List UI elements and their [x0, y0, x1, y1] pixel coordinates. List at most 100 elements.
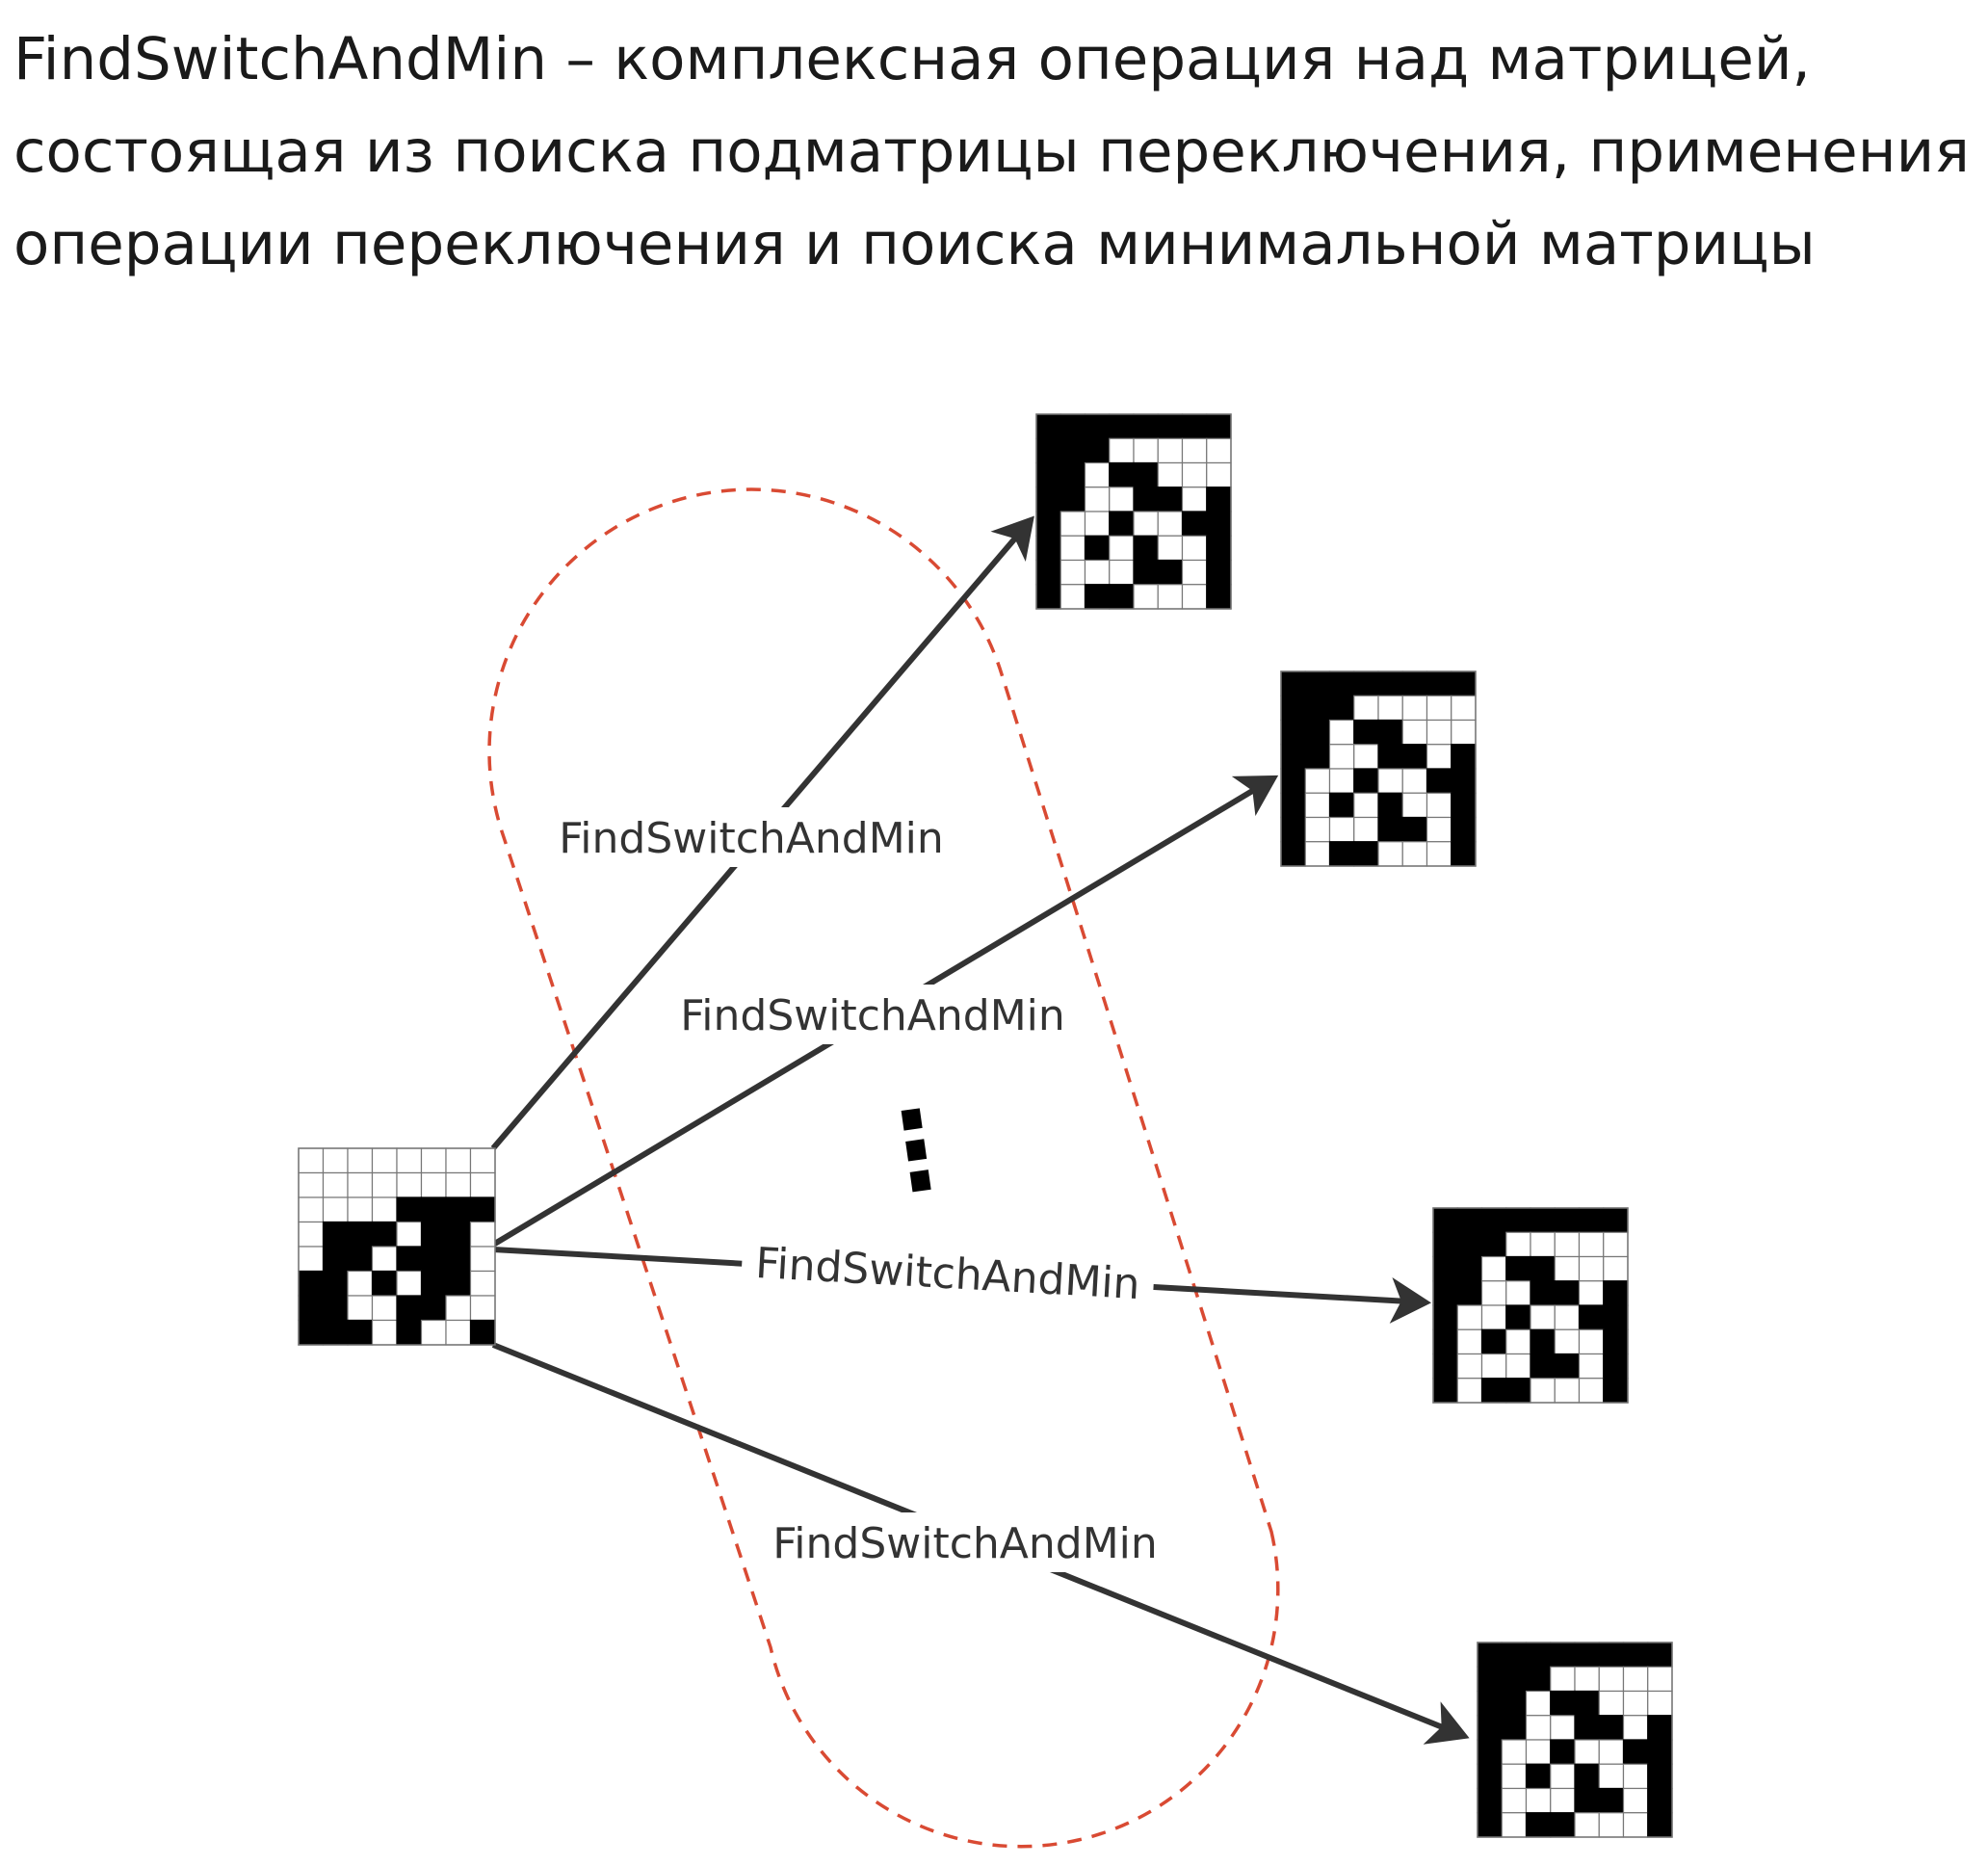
matrix-cell-filled [1035, 413, 1061, 439]
matrix-cell-empty [322, 1171, 349, 1198]
matrix-cell-empty [1451, 719, 1477, 746]
matrix-cell-empty [1501, 1787, 1528, 1814]
matrix-cell-empty [1622, 1690, 1649, 1717]
matrix-cell-empty [469, 1147, 496, 1174]
matrix-cell-filled [1554, 1353, 1581, 1380]
matrix-cell-empty [1084, 559, 1111, 586]
matrix-cell-filled [347, 1246, 374, 1273]
matrix-cell-empty [469, 1270, 496, 1297]
matrix-cell-filled [1035, 511, 1061, 537]
matrix-cell-filled [1501, 1715, 1528, 1741]
matrix-cell-empty [1084, 461, 1111, 488]
matrix-cell-filled [1084, 535, 1111, 562]
matrix-cell-empty [1084, 486, 1111, 512]
matrix-border [1280, 670, 1477, 867]
matrix-cell-empty [1059, 511, 1086, 537]
matrix-cell-empty [1109, 535, 1135, 562]
matrix-cell-filled [1328, 792, 1355, 819]
matrix-cell-filled [1525, 1642, 1552, 1668]
matrix-cell-filled [322, 1319, 349, 1346]
matrix-cell-filled [1432, 1231, 1458, 1258]
matrix-cell-empty [1578, 1328, 1605, 1355]
matrix-cell-filled [1451, 792, 1477, 819]
matrix-cell-filled [322, 1246, 349, 1273]
matrix-cell-filled [1280, 841, 1306, 867]
matrix-cell-filled [1401, 670, 1428, 696]
matrix-cell-filled [371, 1221, 398, 1248]
matrix-cell-empty [445, 1171, 472, 1198]
matrix-cell-empty [347, 1295, 374, 1322]
matrix-cell-empty [1622, 1666, 1649, 1693]
matrix-cell-empty [1206, 461, 1232, 488]
description-title: FindSwitchAndMin – комплексная операция … [13, 13, 1978, 291]
matrix-cell-empty [1304, 816, 1331, 843]
matrix-cell-filled [1480, 1207, 1507, 1233]
matrix-cell-empty [1554, 1304, 1581, 1330]
matrix-cell-filled [396, 1246, 423, 1273]
matrix-cell-filled [1377, 744, 1403, 770]
matrix-cell-filled [1574, 1642, 1600, 1668]
matrix-cell-filled [1432, 1207, 1458, 1233]
matrix-cell-empty [1059, 535, 1086, 562]
matrix-cell-filled [1426, 670, 1452, 696]
matrix-cell-filled [1501, 1690, 1528, 1717]
matrix-cell-filled [396, 1295, 423, 1322]
matrix-cell-filled [1477, 1763, 1503, 1790]
matrix-cell-empty [1647, 1666, 1673, 1693]
matrix-cell-filled [1206, 535, 1232, 562]
matrix-cell-empty [1181, 559, 1208, 586]
matrix-cell-empty [1578, 1231, 1605, 1258]
matrix-cell-filled [1133, 486, 1159, 512]
result-matrix-2 [1280, 670, 1477, 867]
matrix-cell-filled [420, 1246, 447, 1273]
matrix-cell-filled [1456, 1231, 1483, 1258]
matrix-cell-empty [1328, 768, 1355, 794]
matrix-cell-filled [1133, 535, 1159, 562]
matrix-cell-empty [1084, 511, 1111, 537]
matrix-cell-empty [420, 1319, 447, 1346]
matrix-cell-empty [347, 1196, 374, 1223]
matrix-cell-filled [1084, 413, 1111, 439]
matrix-cell-empty [1501, 1739, 1528, 1765]
matrix-cell-filled [1206, 511, 1232, 537]
edge-label-4: FindSwitchAndMin [772, 1519, 1158, 1568]
matrix-cell-empty [445, 1295, 472, 1322]
description-line-3: операции переключения и поиска минимальн… [13, 210, 1816, 278]
matrix-cell-filled [1304, 719, 1331, 746]
matrix-cell-filled [1647, 1715, 1673, 1741]
matrix-cell-empty [1554, 1231, 1581, 1258]
matrix-cell-filled [1059, 413, 1086, 439]
matrix-cell-empty [1622, 1763, 1649, 1790]
matrix-cell-filled [1304, 695, 1331, 722]
matrix-cell-filled [1035, 486, 1061, 512]
matrix-cell-filled [1432, 1255, 1458, 1282]
matrix-cell-filled [1280, 719, 1306, 746]
matrix-cell-filled [1477, 1642, 1503, 1668]
matrix-cell-filled [1451, 744, 1477, 770]
matrix-cell-filled [420, 1196, 447, 1223]
matrix-cell-empty [1501, 1763, 1528, 1790]
matrix-cell-empty [371, 1295, 398, 1322]
matrix-cell-empty [1328, 816, 1355, 843]
matrix-cell-filled [1578, 1304, 1605, 1330]
matrix-cell-filled [1574, 1763, 1600, 1790]
matrix-cell-empty [1304, 841, 1331, 867]
matrix-cell-empty [1377, 841, 1403, 867]
matrix-cell-empty [1401, 719, 1428, 746]
matrix-cell-filled [445, 1221, 472, 1248]
matrix-cell-empty [1157, 461, 1184, 488]
matrix-cell-filled [1505, 1304, 1531, 1330]
matrix-cell-filled [1353, 670, 1379, 696]
matrix-cell-filled [1377, 719, 1403, 746]
matrix-cell-filled [1603, 1378, 1629, 1404]
matrix-cell-filled [1206, 413, 1232, 439]
matrix-cell-empty [445, 1147, 472, 1174]
matrix-cell-filled [1109, 584, 1135, 610]
matrix-cell-empty [347, 1270, 374, 1297]
matrix-cell-filled [1451, 768, 1477, 794]
matrix-cell-empty [1574, 1812, 1600, 1838]
matrix-cell-filled [1181, 511, 1208, 537]
matrix-cell-filled [371, 1270, 398, 1297]
matrix-cell-filled [1550, 1690, 1576, 1717]
matrix-cell-filled [1304, 670, 1331, 696]
